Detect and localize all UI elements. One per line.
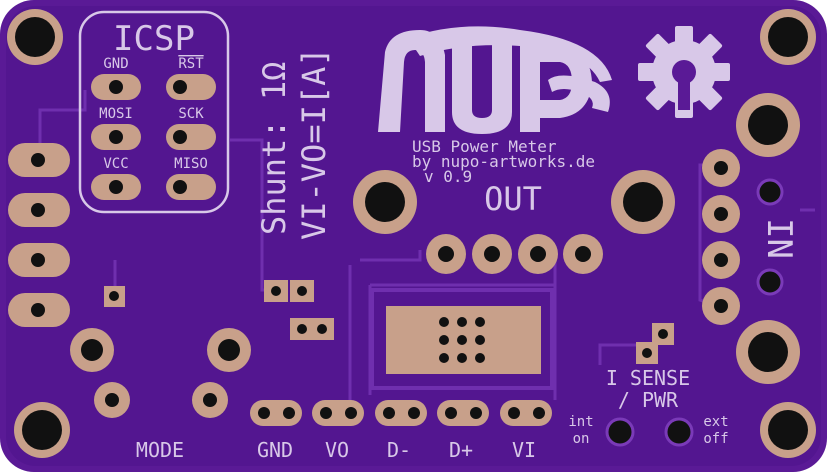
isense-label: I SENSE [606,366,690,390]
ext-label: ext [703,414,728,430]
off-label: off [703,431,728,447]
jumper-int-pad [605,417,635,447]
bottom-header-pads [250,400,552,426]
author-line: by nupo-artworks.de [412,152,595,171]
chip-vias [439,317,485,363]
dplus-label: D+ [449,438,473,462]
mode-label: MODE [136,438,184,462]
icsp-pads [91,74,216,200]
mode-switch-pads [70,328,251,418]
jumper-ext-pad [664,417,694,447]
in-pads [702,149,784,325]
icsp-pin-label: MISO [174,156,208,172]
out-pads [426,234,603,274]
on-label: on [573,431,590,447]
version-label: v 0.9 [424,167,472,186]
icsp-pin-label: SCK [178,106,204,122]
mounting-holes [7,9,816,458]
int-label: int [568,414,593,430]
shunt-line-2: VI-VO=I[A] [295,47,333,240]
nupo-logo [378,26,612,134]
icsp-title: ICSP [113,19,195,59]
icsp-pin-labels: GND RST MOSI SCK VCC MISO [99,56,208,172]
small-pads [104,280,674,364]
shunt-line-1: Shunt: 1Ω [255,62,293,235]
icsp-pin-label: RST [178,56,204,72]
gear-icon [638,26,730,118]
icsp-pin-label: GND [103,56,128,72]
icsp-outline [78,10,230,214]
bottom-header-labels: GND VO D- D+ VI [257,438,536,462]
icsp-pin-label: MOSI [99,106,133,122]
icsp-pin-label: VCC [103,156,128,172]
pwr-label: / PWR [618,388,679,412]
dminus-label: D- [387,438,411,462]
gnd-label: GND [257,438,293,462]
vo-label: VO [325,438,349,462]
out-label: OUT [484,180,542,218]
vi-label: VI [512,438,536,462]
left-edge-pads [8,143,70,327]
in-label: IN [759,218,799,259]
product-name: USB Power Meter [412,137,557,156]
shunt-label: Shunt: 1Ω [255,62,293,235]
chip-outline [370,288,554,390]
